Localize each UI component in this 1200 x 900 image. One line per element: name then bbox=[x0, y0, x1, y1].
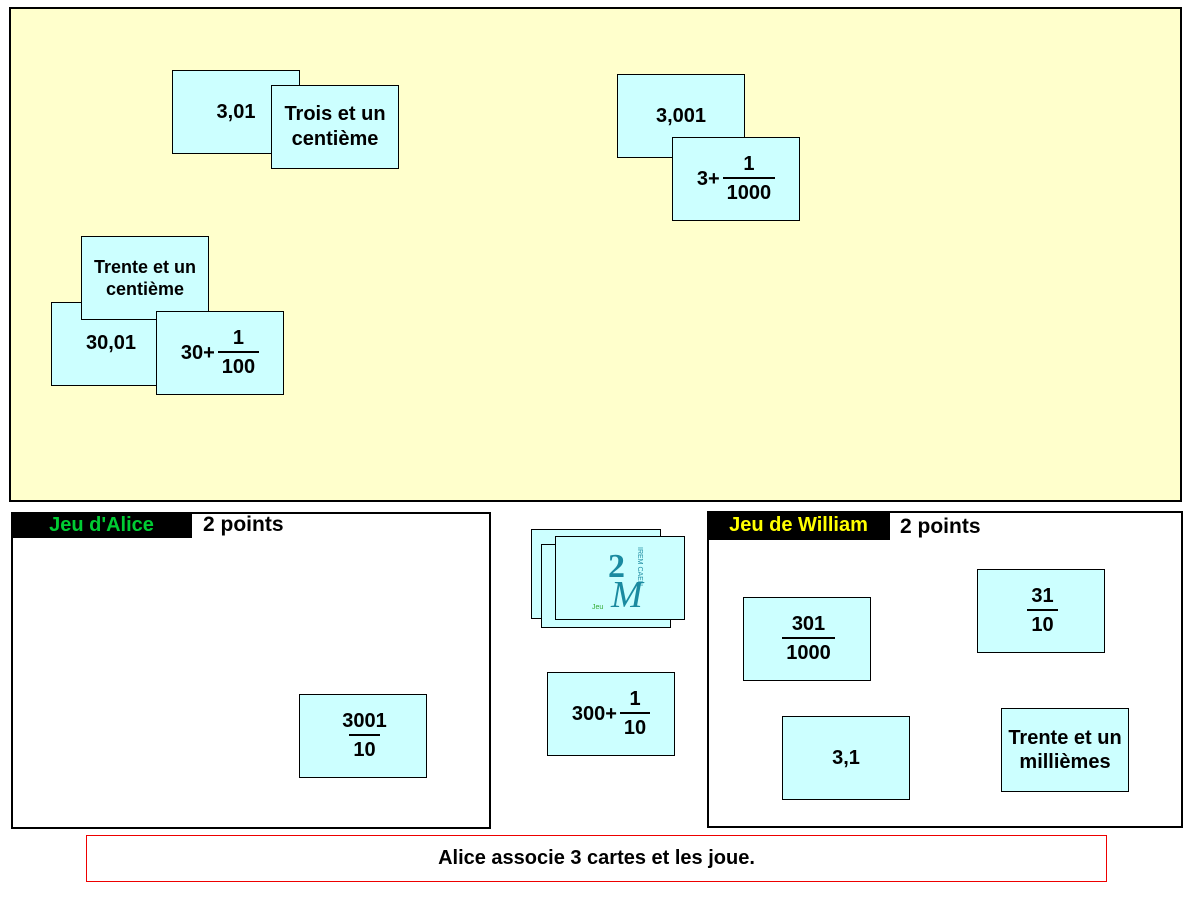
numerator: 31 bbox=[1031, 585, 1054, 607]
card-prefix: 300+ bbox=[571, 702, 617, 725]
denominator: 10 bbox=[1027, 609, 1058, 638]
william-card-3-1[interactable]: 3,1 bbox=[782, 716, 910, 800]
numerator: 1 bbox=[629, 688, 641, 710]
deck-card-back-top: 2 M Jeu IREM CAEN bbox=[555, 536, 685, 620]
denominator: 10 bbox=[619, 712, 651, 741]
card-text: Trente et un centième bbox=[93, 256, 196, 300]
card-text: 3,1 bbox=[832, 746, 860, 769]
william-title: Jeu de William bbox=[707, 511, 890, 540]
svg-text:M: M bbox=[610, 574, 645, 616]
card-trente-et-un-centieme[interactable]: Trente et un centième bbox=[81, 236, 209, 320]
svg-text:2: 2 bbox=[608, 548, 625, 585]
card-text: 3,01 bbox=[216, 100, 256, 123]
alice-hand-panel bbox=[11, 512, 491, 829]
status-message: Alice associe 3 cartes et les joue. bbox=[86, 835, 1107, 882]
svg-text:IREM CAEN: IREM CAEN bbox=[636, 547, 643, 586]
card-trois-et-un-centieme[interactable]: Trois et un centième bbox=[271, 85, 399, 169]
alice-title: Jeu d'Alice bbox=[11, 512, 192, 538]
numerator: 1 bbox=[232, 327, 245, 349]
denominator: 10 bbox=[349, 734, 380, 763]
card-prefix: 30+ bbox=[180, 341, 215, 364]
numerator: 301 bbox=[791, 613, 826, 635]
william-card-trente-et-un-milliemes[interactable]: Trente et un millièmes bbox=[1001, 708, 1129, 792]
card-text: 30,01 bbox=[86, 332, 137, 354]
denominator: 100 bbox=[217, 351, 260, 380]
denominator: 1000 bbox=[782, 637, 835, 666]
william-points: 2 points bbox=[900, 515, 981, 538]
numerator: 3001 bbox=[342, 710, 387, 732]
card-text: Trente et un millièmes bbox=[1008, 727, 1122, 773]
denominator: 1000 bbox=[722, 177, 776, 206]
card-prefix: 3+ bbox=[696, 167, 720, 190]
numerator: 1 bbox=[743, 153, 755, 175]
svg-text:Jeu: Jeu bbox=[592, 604, 603, 611]
card-text: Trois et un centième bbox=[284, 103, 386, 150]
card-text: 3,001 bbox=[655, 104, 707, 127]
irem-caen-logo-icon: 2 M Jeu IREM CAEN bbox=[592, 547, 645, 616]
alice-points: 2 points bbox=[203, 513, 284, 536]
